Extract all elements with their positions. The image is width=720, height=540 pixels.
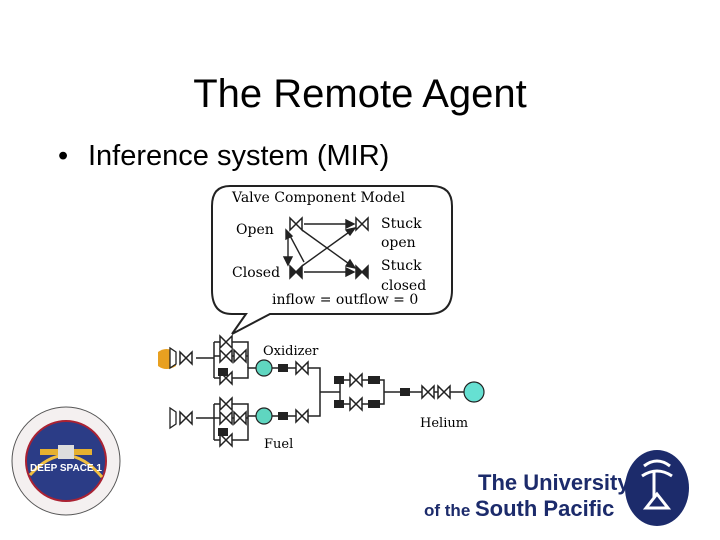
callout-title: Valve Component Model (231, 190, 406, 206)
usp-line2-main: South Pacific (475, 496, 615, 521)
state-stuck-closed-label-line1: Stuck (381, 258, 422, 274)
state-closed-label: Closed (232, 265, 280, 281)
bullet-text: Inference system (MIR) (88, 140, 390, 172)
usp-line2: of the South Pacific (424, 496, 614, 522)
deep-space-1-logo: DEEP SPACE 1 (11, 406, 121, 516)
regulator-fuel-icon (278, 409, 309, 423)
callout-bubble (211, 185, 453, 335)
bullet-item: • Inference system (MIR) (58, 136, 389, 176)
transition-arrows (282, 218, 357, 278)
slide-title: The Remote Agent (193, 72, 527, 116)
usp-crest-icon (625, 450, 689, 526)
helium-regulators (334, 373, 451, 411)
deep-space-badge-text: DEEP SPACE 1 (30, 463, 102, 474)
state-stuck-open-label-line1: Stuck (381, 216, 422, 232)
state-stuck-open-label-line2: open (381, 235, 416, 251)
valve-closed-icon (289, 264, 303, 280)
equation-label: inflow = outflow = 0 (272, 292, 418, 308)
fuel-label: Fuel (264, 437, 293, 452)
thruster-nozzle-icon (169, 346, 177, 430)
state-open-label: Open (236, 222, 274, 238)
thruster-valve-upper-icon (179, 351, 193, 365)
usp-logo: The University of the South Pacific (400, 448, 710, 528)
oxidizer-tank-icon (255, 359, 273, 377)
usp-line1: The University (478, 470, 630, 495)
state-stuck-closed-label-line2: closed (381, 278, 426, 294)
valve-cluster-fuel (218, 397, 247, 447)
valve-stuck-closed-icon (355, 264, 369, 280)
valve-cluster-oxidizer (218, 335, 247, 385)
fuel-tank-icon (255, 407, 273, 425)
regulator-oxidizer-icon (278, 361, 309, 375)
usp-line2-prefix: of the (424, 501, 475, 520)
helium-label: Helium (420, 416, 468, 431)
oxidizer-label: Oxidizer (263, 344, 319, 359)
helium-tank-icon (463, 381, 485, 403)
bullet-dot: • (58, 140, 69, 172)
thruster-valve-lower-icon (179, 411, 193, 425)
